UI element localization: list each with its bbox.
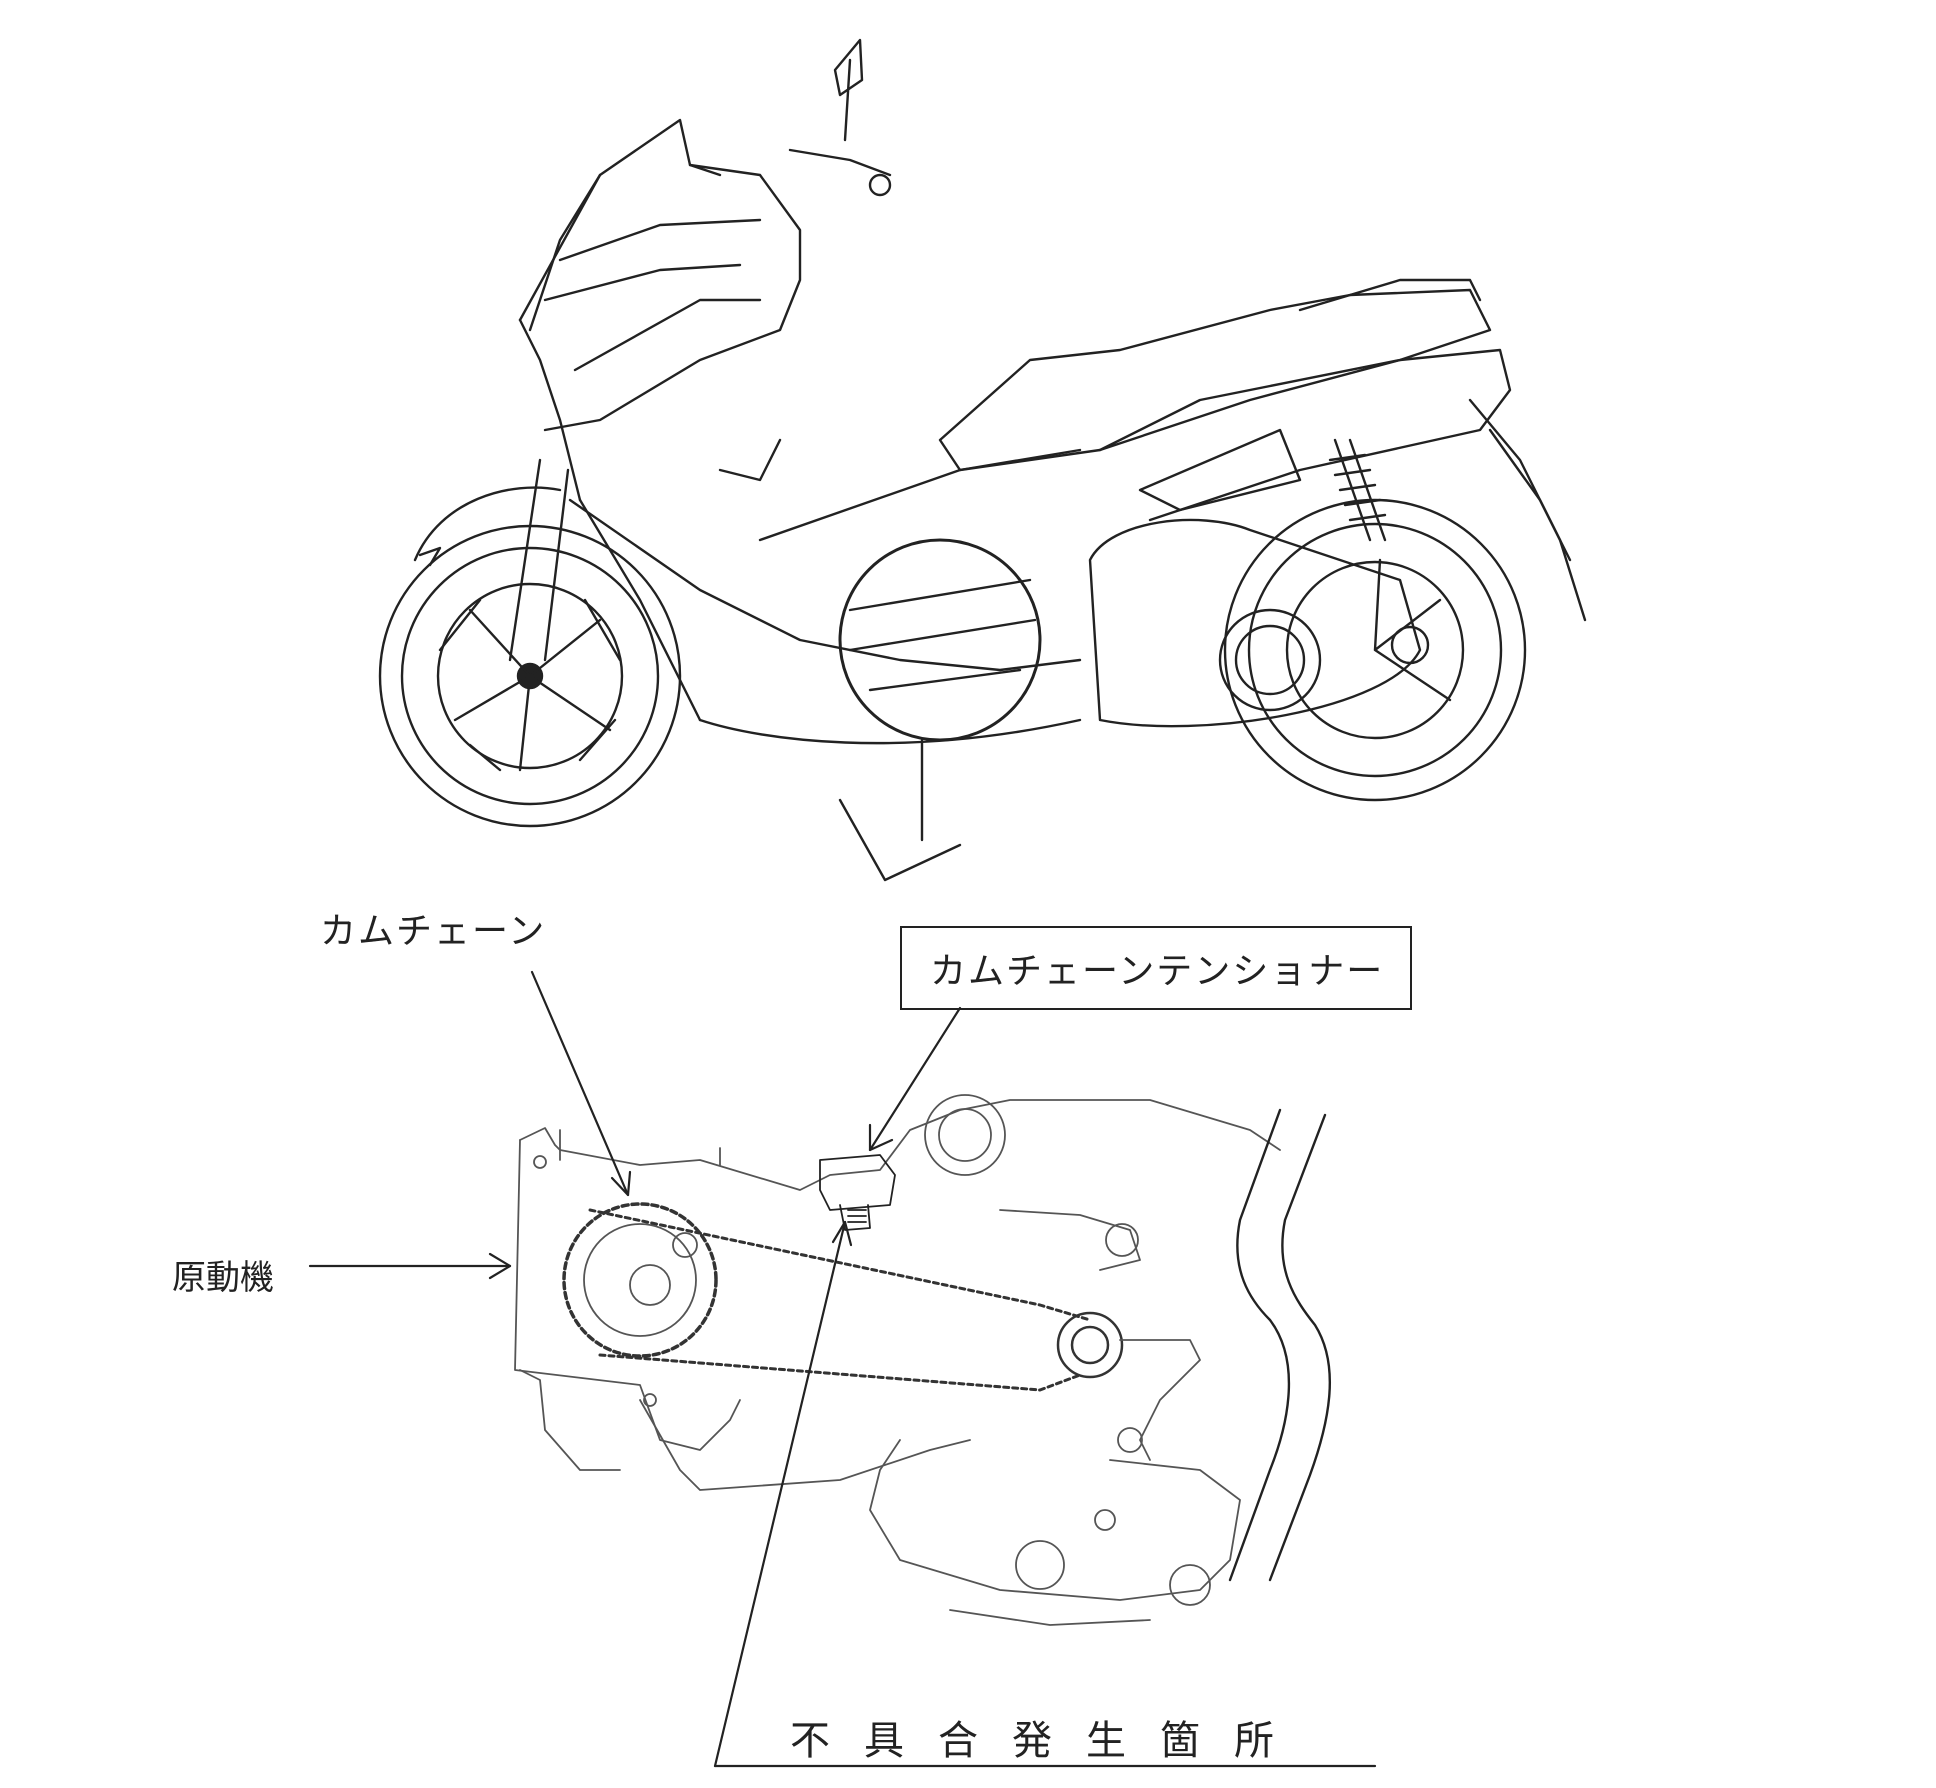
scooter-drawing bbox=[378, 38, 1587, 828]
front-wheel bbox=[378, 524, 682, 828]
defect-location-label: 不具合発生箇所 bbox=[790, 1718, 1308, 1764]
tensioner-label-box bbox=[900, 926, 1412, 1010]
engine-label: 原動機 bbox=[172, 1258, 274, 1298]
cam-chain-line bbox=[588, 1208, 1092, 1322]
body-panel-lines bbox=[1228, 1108, 1331, 1582]
cam-sprocket bbox=[562, 1202, 718, 1358]
rear-wheel bbox=[1223, 498, 1527, 802]
cam-chain-tensioner-label: カムチェーンテンショナー bbox=[930, 951, 1385, 992]
cam-chain-leader bbox=[530, 970, 630, 1197]
defect-leader bbox=[713, 1220, 847, 1768]
tensioner-block bbox=[819, 1154, 896, 1231]
leader-lines bbox=[308, 970, 1377, 1768]
engine-detail-drawing bbox=[514, 1094, 1281, 1626]
zoom-arrow bbox=[838, 738, 962, 882]
cam-chain-label: カムチェーン bbox=[320, 911, 547, 952]
highlight-circle bbox=[838, 538, 1042, 742]
tensioner-leader bbox=[868, 1006, 962, 1152]
